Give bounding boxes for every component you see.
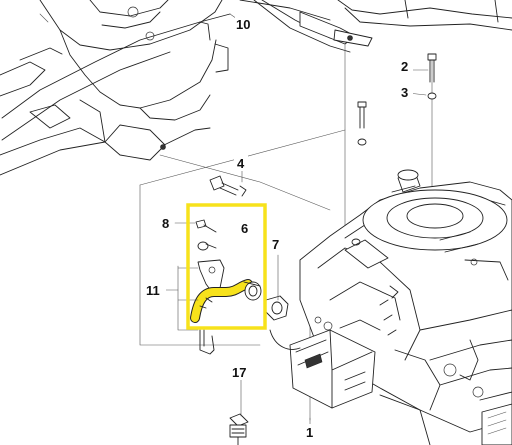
callout-10: 10 <box>235 16 257 32</box>
washer-part-3 <box>427 92 437 100</box>
bolt-part-2 <box>427 53 437 83</box>
callout-label: 3 <box>401 85 408 100</box>
leader-line-diagonal <box>159 154 331 211</box>
callout-label: 7 <box>272 237 279 252</box>
callout-7: 7 <box>270 236 284 252</box>
callout-6: 6 <box>238 220 252 236</box>
bracket-part-11c <box>199 329 215 355</box>
callout-17: 17 <box>231 364 253 380</box>
gasket-part-7 <box>265 295 289 321</box>
carburetor-box <box>289 316 381 409</box>
highlight-frame-part-6 <box>186 203 267 330</box>
callout-3: 3 <box>399 84 413 100</box>
clip-part-11a <box>197 241 217 251</box>
callout-8: 8 <box>160 215 174 231</box>
screw-part-8 <box>195 219 217 233</box>
callout-label: 11 <box>146 283 160 298</box>
lower-right-parts <box>379 391 512 445</box>
callout-label: 17 <box>232 365 246 380</box>
callout-label: 6 <box>241 221 248 236</box>
engine-mount-bolt <box>357 101 367 146</box>
fuel-line <box>269 329 301 350</box>
upper-frame-assembly <box>0 0 231 176</box>
handle-bar-assembly <box>239 0 512 53</box>
callout-label: 4 <box>237 156 245 171</box>
hose-part-6 <box>190 279 262 323</box>
leader-line-left-frame <box>139 184 261 346</box>
callout-11: 11 <box>146 282 166 298</box>
callout-2: 2 <box>399 58 413 74</box>
connector-part-17 <box>229 413 249 445</box>
callout-label: 2 <box>401 59 408 74</box>
bolt-part-4 <box>209 175 247 197</box>
callout-label: 1 <box>306 425 313 440</box>
callout-label: 8 <box>162 216 169 231</box>
callout-label: 10 <box>236 17 250 32</box>
callout-1: 1 <box>304 424 318 440</box>
callout-4: 4 <box>234 155 248 171</box>
